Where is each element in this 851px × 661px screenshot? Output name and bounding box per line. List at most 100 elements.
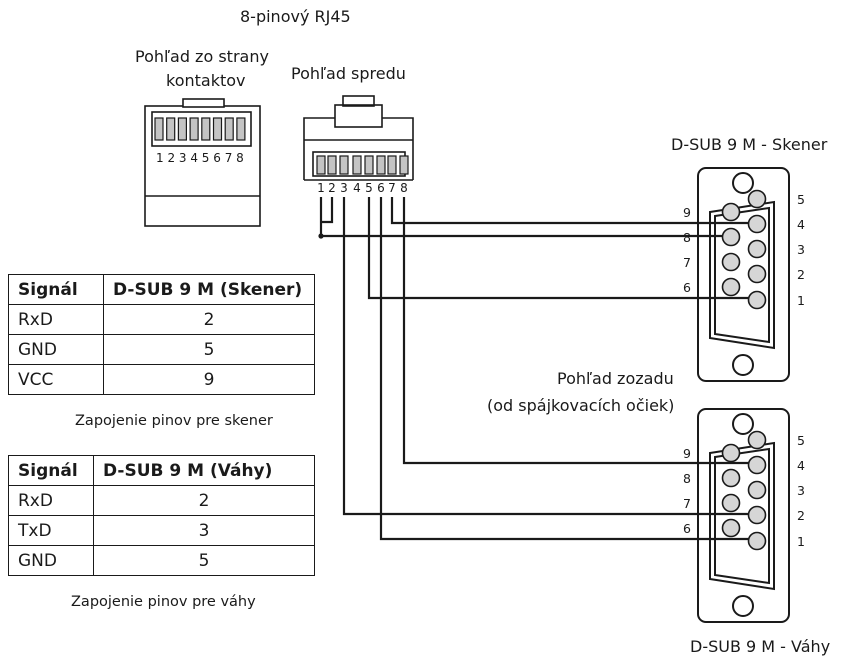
dsub-pin (721, 518, 741, 538)
rj45-front-view (303, 95, 414, 181)
dsub-pin-number: 1 (797, 293, 805, 308)
rj45-contact (212, 117, 223, 141)
dsub-pin (721, 277, 741, 297)
table-row: VCC 9 (8, 364, 315, 395)
rj45-front-pin-number: 5 (365, 181, 373, 195)
wire-scanner-rxd (367, 197, 757, 300)
header-dsub: D-SUB 9 M (Skener) (103, 274, 315, 305)
dsub-pin (747, 455, 767, 475)
dsub-pin-number: 3 (797, 242, 805, 257)
pin-cell: 9 (103, 364, 315, 395)
rj45-front-contact (327, 155, 337, 175)
contact-view-label-1: Pohľad zo strany (135, 47, 269, 66)
screw-hole (732, 595, 754, 617)
signal-cell: RxD (8, 304, 104, 335)
scale-table-caption: Zapojenie pinov pre váhy (71, 594, 256, 610)
dsub-pin (721, 252, 741, 272)
wire-scanner-gnd (390, 197, 757, 225)
table-header-row: Signál D-SUB 9 M (Skener) (8, 274, 315, 305)
connector-shell (697, 408, 790, 623)
dsub-pin-number: 6 (683, 280, 691, 295)
pin-cell: 5 (93, 545, 315, 576)
dsub-pin-number: 7 (683, 255, 691, 270)
dsub-pin-number: 2 (797, 508, 805, 523)
rj45-front-pin-number: 8 (400, 181, 408, 195)
dsub-pin (747, 505, 767, 525)
scanner-table-caption: Zapojenie pinov pre skener (75, 413, 273, 429)
dsub-pin-number: 8 (683, 230, 691, 245)
dsub-pin-number: 6 (683, 521, 691, 536)
dsub-pin (747, 189, 767, 209)
rj45-contact (224, 117, 234, 141)
dsub-pin (721, 443, 741, 463)
connector-frame-inner (714, 447, 770, 585)
dsub-pin (721, 493, 741, 513)
screw-hole (732, 354, 754, 376)
header-signal: Signál (8, 274, 104, 305)
rear-view-label-2: (od spájkovacích očiek) (487, 396, 674, 415)
dsub-pin-number: 8 (683, 471, 691, 486)
signal-cell: VCC (8, 364, 104, 395)
wire-scale-rxd (379, 197, 757, 541)
rj45-front-contact (339, 155, 349, 175)
dsub-pin-number: 4 (797, 217, 805, 232)
header-signal: Signál (8, 455, 94, 486)
scale-connector-label: D-SUB 9 M - Váhy (690, 637, 830, 656)
dsub-pin-number: 2 (797, 267, 805, 282)
pin-cell: 2 (93, 485, 315, 516)
dsub-pin (747, 290, 767, 310)
table-row: GND 5 (8, 545, 315, 576)
dsub-pin-number: 9 (683, 205, 691, 220)
rj45-contact (236, 117, 246, 141)
screw-hole (732, 172, 754, 194)
rj45-front-contact (387, 155, 397, 175)
scanner-pin-table: Signál D-SUB 9 M (Skener) RxD 2 GND 5 VC… (8, 274, 315, 395)
dsub-pin (721, 202, 741, 222)
dsub-pin (747, 430, 767, 450)
rj45-contact (154, 117, 164, 141)
scanner-connector-label: D-SUB 9 M - Skener (671, 135, 828, 154)
rear-view-label-1: Pohľad zozadu (557, 369, 674, 388)
table-row: GND 5 (8, 334, 315, 365)
rj45-front-contact (316, 155, 326, 175)
dsub-pin (747, 214, 767, 234)
contact-pin-numbers: 1 2 3 4 5 6 7 8 (156, 151, 244, 165)
wire-scale-gnd (402, 197, 757, 465)
dsub-pin-number: 4 (797, 458, 805, 473)
front-view-label: Pohľad spredu (291, 64, 406, 83)
dsub-pin (747, 480, 767, 500)
rj45-front-contact (376, 155, 386, 175)
rj45-contact (177, 117, 187, 141)
wire-scale-txd (342, 197, 757, 516)
rj45-front-pin-number: 7 (388, 181, 396, 195)
wire-vcc-scanner-pin2 (321, 197, 334, 224)
scale-pin-table: Signál D-SUB 9 M (Váhy) RxD 2 TxD 3 GND … (8, 455, 315, 576)
wire-junction (318, 233, 324, 239)
pin-cell: 3 (93, 515, 315, 546)
connector-shell (697, 167, 790, 382)
rj45-front-contact (399, 155, 409, 175)
rj45-front-contact (352, 155, 362, 175)
signal-cell: RxD (8, 485, 94, 516)
rj45-contact (189, 117, 199, 141)
dsub-pin-number: 5 (797, 433, 805, 448)
signal-cell: TxD (8, 515, 94, 546)
screw-hole (732, 413, 754, 435)
signal-cell: GND (8, 334, 104, 365)
contact-view-label-2: kontaktov (166, 71, 246, 90)
dsub-pin (747, 239, 767, 259)
rj45-front-pin-number: 6 (377, 181, 385, 195)
header-dsub: D-SUB 9 M (Váhy) (93, 455, 315, 486)
diagram-title: 8-pinový RJ45 (240, 7, 351, 26)
rj45-contact (166, 117, 176, 141)
dsub-pin-number: 3 (797, 483, 805, 498)
wires (318, 197, 757, 541)
table-row: TxD 3 (8, 515, 315, 546)
rj45-front-pins (316, 155, 409, 175)
rj45-contact-pins (154, 117, 246, 141)
wire-vcc-scanner (319, 197, 734, 238)
